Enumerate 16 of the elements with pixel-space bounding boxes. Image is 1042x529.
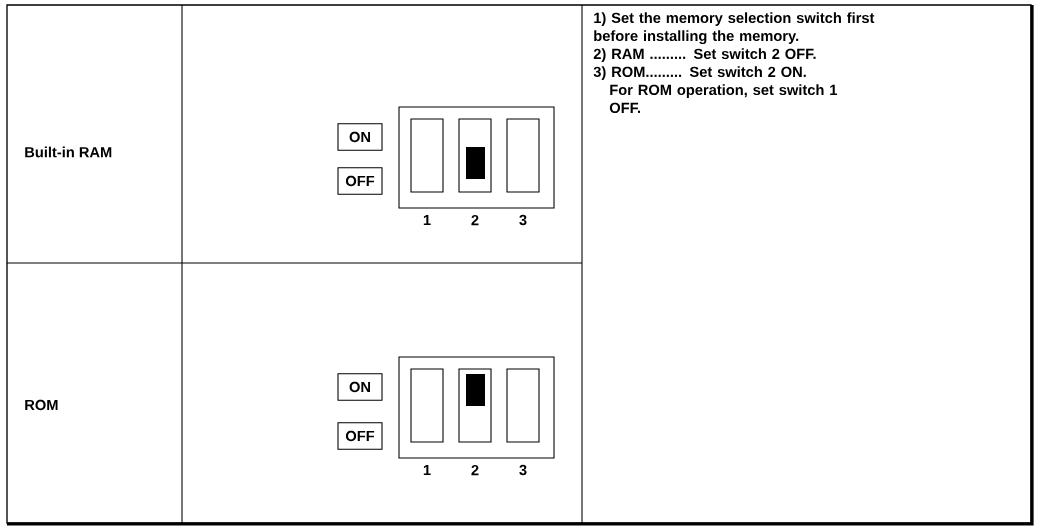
- note-text: 2) RAM ......... Set switch 2 OFF.: [593, 48, 816, 62]
- switch-state-box: ON: [337, 123, 383, 151]
- switch-state-box: OFF: [337, 167, 383, 195]
- row-label: Built-in RAM: [25, 146, 112, 158]
- switch-number: 1: [423, 464, 431, 476]
- switch-state-box: ON: [337, 373, 383, 401]
- switch-number: 1: [423, 214, 431, 226]
- note-text: 1) Set the memory selection switch first before installing the memory.: [594, 12, 875, 44]
- switch-number: 3: [519, 464, 527, 476]
- row-label: ROM: [25, 399, 58, 411]
- switch-number: 2: [471, 214, 479, 226]
- switch-state-box: OFF: [337, 422, 383, 450]
- switch-number: 2: [471, 464, 479, 476]
- note-text: For ROM operation, set switch 1 OFF.: [609, 84, 838, 114]
- note-text: 3) ROM......... Set switch 2 ON.: [593, 66, 806, 80]
- switch-number: 3: [519, 214, 527, 226]
